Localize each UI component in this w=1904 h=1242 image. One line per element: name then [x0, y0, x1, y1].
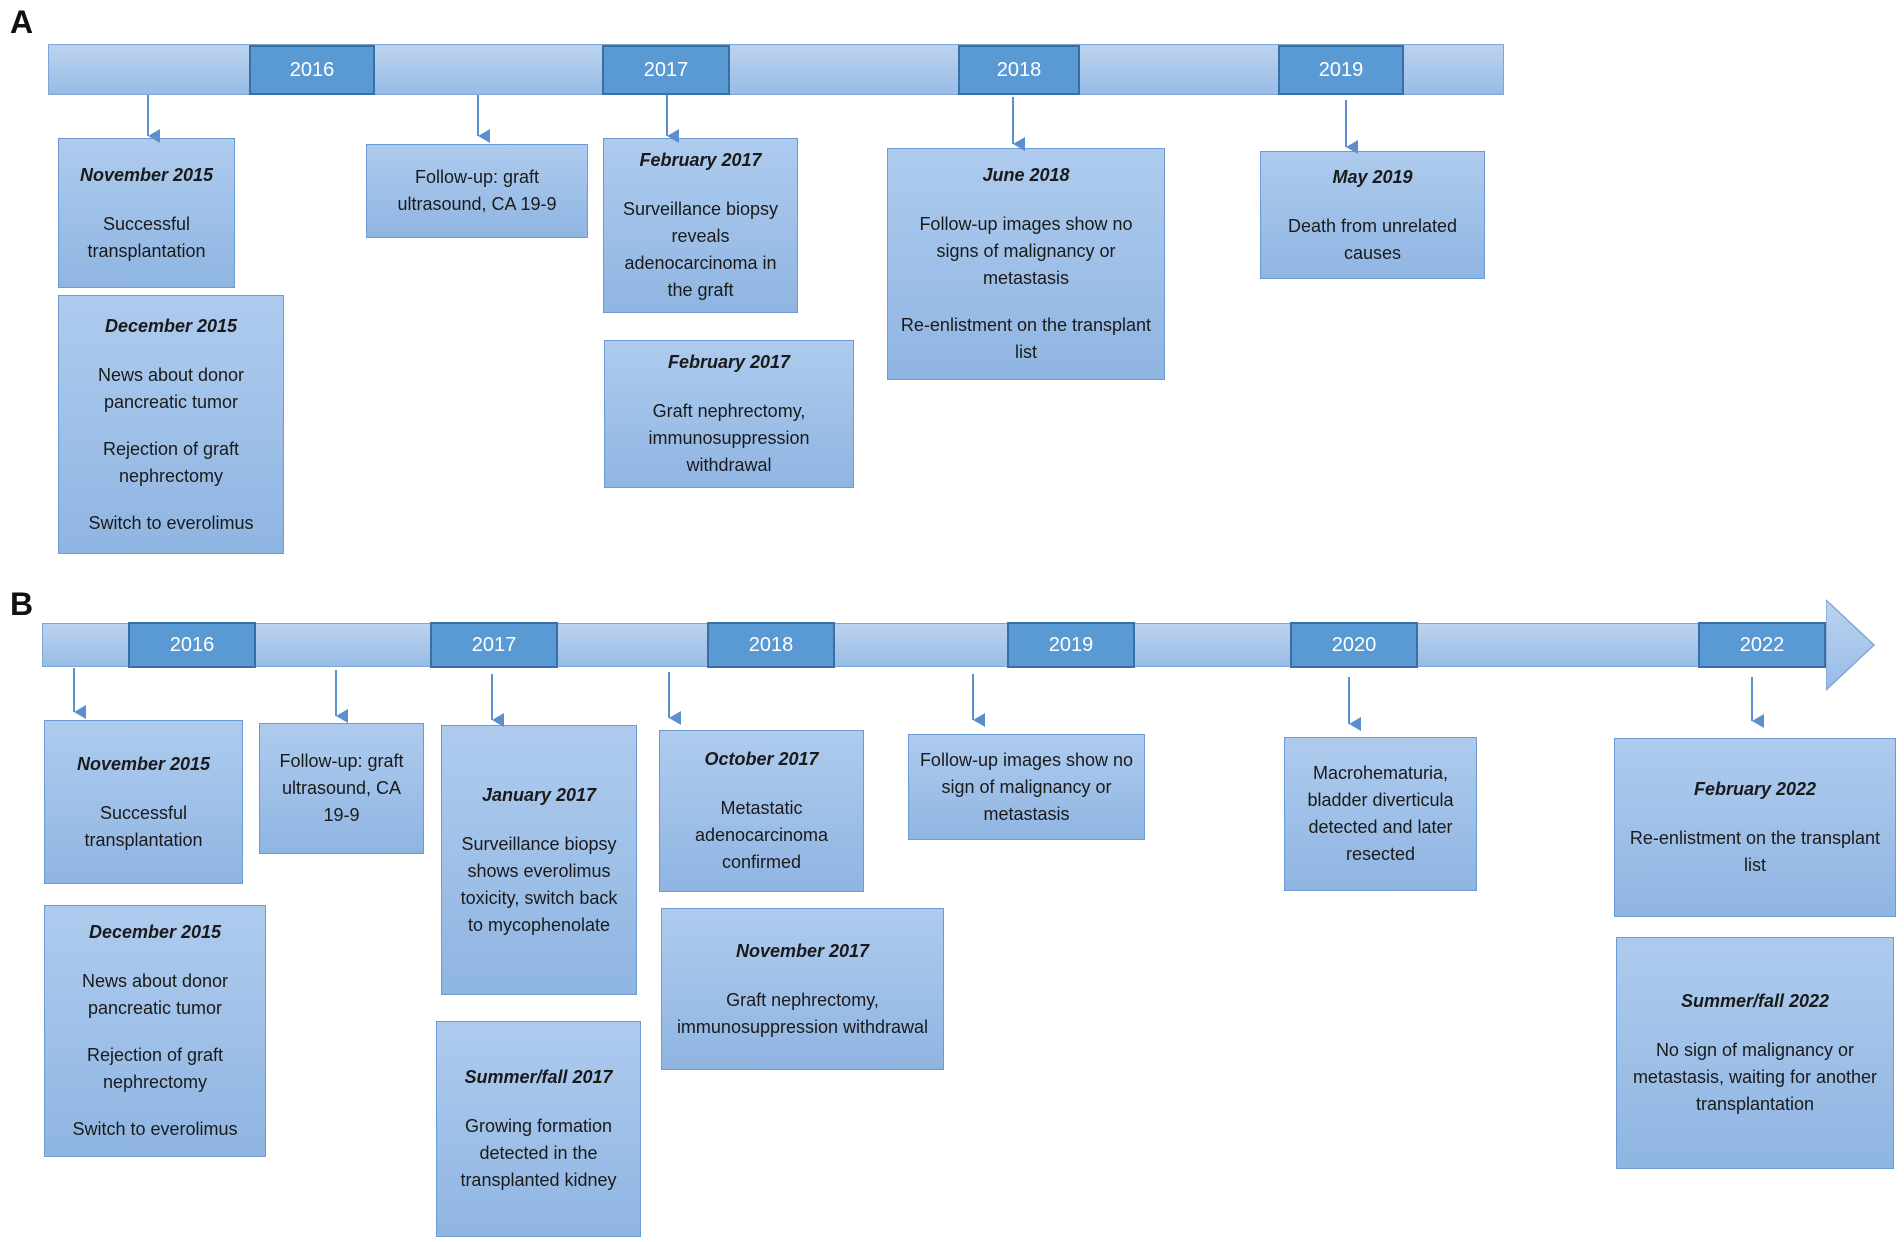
timeline-arrowhead-icon [1826, 598, 1876, 692]
event-date: Summer/fall 2017 [464, 1067, 613, 1087]
event-box: November 2015 Successful transplantation [44, 720, 243, 884]
event-box: December 2015 News about donor pancreati… [58, 295, 284, 554]
event-text: Switch to everolimus [88, 512, 254, 533]
event-box: June 2018 Follow-up images show no signs… [887, 148, 1165, 380]
event-text: Rejection of graft nephrectomy [102, 438, 240, 486]
panel-label-a: A [10, 4, 34, 40]
event-box: Follow-up: graft ultrasound, CA 19-9 [259, 723, 424, 854]
year-marker: 2016 [128, 622, 256, 668]
event-box: Macrohematuria, bladder diverticula dete… [1284, 737, 1477, 891]
event-date: February 2017 [639, 150, 762, 170]
event-box: October 2017 Metastatic adenocarcinoma c… [659, 730, 864, 892]
event-box: January 2017 Surveillance biopsy shows e… [441, 725, 637, 995]
event-box: Follow-up: graft ultrasound, CA 19-9 [366, 144, 588, 238]
event-text: Follow-up images show no sign of maligna… [919, 749, 1134, 824]
event-box: February 2017 Surveillance biopsy reveal… [603, 138, 798, 313]
panel-label-b: B [10, 586, 34, 622]
event-date: December 2015 [88, 922, 222, 942]
event-text: Follow-up images show no signs of malign… [919, 214, 1133, 288]
timeline-bar-b [42, 623, 1832, 667]
event-text: Surveillance biopsy reveals adenocarcino… [622, 199, 779, 300]
event-text: Metastatic adenocarcinoma confirmed [694, 798, 829, 872]
event-text: News about donor pancreatic tumor [97, 364, 245, 412]
event-text: Switch to everolimus [72, 1119, 238, 1139]
event-date: November 2015 [79, 164, 214, 185]
event-text: Surveillance biopsy shows everolimus tox… [460, 833, 618, 935]
year-marker: 2017 [602, 45, 730, 95]
event-text: Macrohematuria, bladder diverticula dete… [1307, 763, 1454, 864]
event-date: December 2015 [104, 315, 238, 336]
year-marker: 2020 [1290, 622, 1418, 668]
event-text: Follow-up: graft ultrasound, CA 19-9 [397, 167, 557, 214]
year-marker: 2022 [1698, 622, 1826, 668]
event-date: October 2017 [704, 749, 819, 769]
event-text: Death from unrelated causes [1287, 215, 1458, 263]
event-text: No sign of malignancy or metastasis, wai… [1632, 1040, 1878, 1114]
event-text: Rejection of graft nephrectomy [86, 1045, 224, 1092]
event-date: January 2017 [481, 784, 597, 805]
event-text: Successful transplantation [84, 802, 203, 850]
event-text: Follow-up: graft ultrasound, CA 19-9 [279, 751, 404, 825]
event-date: November 2015 [76, 753, 211, 774]
year-marker: 2016 [249, 45, 375, 95]
event-box: November 2017 Graft nephrectomy, immunos… [661, 908, 944, 1070]
event-box: November 2015 Successful transplantation [58, 138, 235, 288]
year-marker: 2018 [958, 45, 1080, 95]
event-text: Growing formation detected in the transp… [460, 1116, 617, 1190]
year-marker: 2019 [1278, 45, 1404, 95]
event-box: Summer/fall 2017 Growing formation detec… [436, 1021, 641, 1237]
event-text: Re-enlistment on the transplant list [1629, 828, 1881, 875]
year-marker: 2018 [707, 622, 835, 668]
event-date: February 2017 [667, 352, 791, 372]
event-text: News about donor pancreatic tumor [81, 971, 229, 1018]
event-date: May 2019 [1332, 166, 1413, 187]
event-box: Follow-up images show no sign of maligna… [908, 734, 1145, 840]
event-box: February 2022 Re-enlistment on the trans… [1614, 738, 1896, 917]
event-text: Re-enlistment on the transplant list [900, 315, 1152, 362]
event-date: November 2017 [735, 940, 870, 961]
event-box: May 2019 Death from unrelated causes [1260, 151, 1485, 279]
event-date: June 2018 [982, 165, 1070, 185]
event-date: February 2022 [1693, 779, 1817, 799]
event-text: Graft nephrectomy, immunosuppression wit… [648, 401, 810, 475]
event-date: Summer/fall 2022 [1680, 991, 1830, 1011]
event-text: Successful transplantation [87, 213, 206, 261]
event-box: February 2017 Graft nephrectomy, immunos… [604, 340, 854, 488]
year-marker: 2017 [430, 622, 558, 668]
event-box: Summer/fall 2022 No sign of malignancy o… [1616, 937, 1894, 1169]
event-text: Graft nephrectomy, immunosuppression wit… [676, 989, 929, 1037]
year-marker: 2019 [1007, 622, 1135, 668]
event-box: December 2015 News about donor pancreati… [44, 905, 266, 1157]
